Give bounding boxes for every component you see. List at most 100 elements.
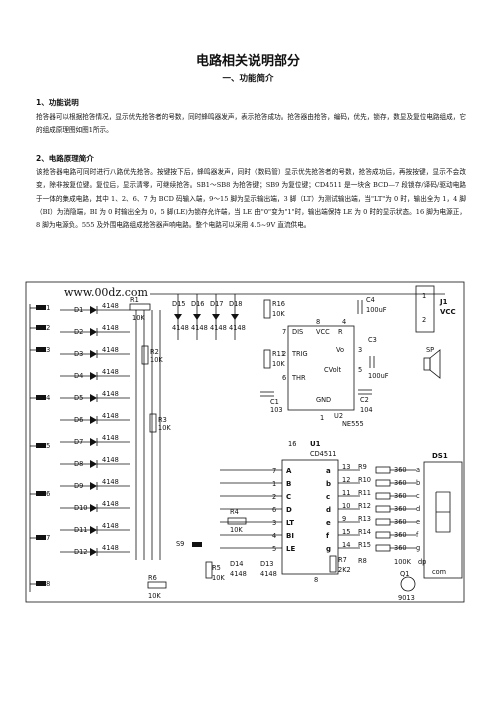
switch-body (36, 535, 46, 540)
resistor-label: R3 (158, 416, 167, 424)
connector-label: VCC (440, 308, 456, 316)
cd4511-in-number: 3 (272, 519, 276, 527)
diode-type-label: 4148 (102, 302, 119, 310)
ne555-pin-number: 1 (320, 414, 324, 422)
resistor-label: R1 (130, 296, 139, 304)
resistor-value: 10K (148, 592, 161, 600)
cd4511-out-label: d (326, 506, 331, 514)
seg-resistor (375, 544, 391, 552)
ne555-pin-number: 8 (316, 318, 320, 326)
cd4511-in-number: 5 (272, 545, 276, 553)
diode-type-label: 4148 (102, 368, 119, 376)
cd4511-in-number: 2 (272, 493, 276, 501)
ic-ref: U2 (334, 412, 343, 420)
diode-label: D16 (191, 300, 204, 308)
seg-resistor (375, 479, 391, 487)
ne555-pin-number: 5 (358, 366, 362, 374)
switch-label: S2 (42, 324, 50, 332)
switch-label: S5 (42, 442, 50, 450)
seg-resistor-label: R11 (358, 489, 371, 497)
resistor-label: R7 (338, 556, 347, 564)
switch-label: S4 (42, 394, 50, 402)
speaker-label: SP (426, 346, 434, 354)
cd4511-in-number: 1 (272, 480, 276, 488)
resistor-label: R11 (272, 350, 285, 358)
ne555-pin-number: 6 (282, 374, 286, 382)
resistor-r16 (263, 299, 271, 319)
diode-symbol (90, 548, 97, 556)
diode-label: D15 (172, 300, 185, 308)
diode-symbol (90, 394, 97, 402)
watermark-text: www.00dz.com (64, 286, 149, 299)
diode-type-label: 4148 (191, 324, 208, 332)
diode-symbol (231, 314, 239, 320)
seg-resistor-label: R9 (358, 463, 367, 471)
resistor-r1 (129, 303, 151, 311)
cd4511-out-number: 13 (342, 463, 350, 471)
seg-resistor-label: R12 (358, 502, 371, 510)
cd4511-in-label: LE (286, 545, 295, 553)
diode-symbol (90, 372, 97, 380)
resistor-value: 10K (272, 310, 285, 318)
cd4511-in-label: LT (286, 519, 294, 527)
cd4511-out-number: 15 (342, 528, 350, 536)
ic-ref: U1 (310, 440, 321, 448)
ne555-pin-label: CVolt (324, 366, 341, 374)
resistor-label: R8 (358, 557, 367, 565)
switch-label: S8 (42, 580, 50, 588)
seg-resistor-label: R10 (358, 476, 371, 484)
resistor-label: R6 (148, 574, 157, 582)
resistor-value: 10K (150, 356, 163, 364)
section1-heading: 1、功能说明 (36, 98, 79, 107)
switch-body (36, 581, 46, 586)
resistor-r5 (205, 561, 213, 579)
diode-type-label: 4148 (102, 544, 119, 552)
transistor-part: 9013 (398, 594, 415, 602)
resistor-label: R16 (272, 300, 285, 308)
diode-type-label: 4148 (172, 324, 189, 332)
seg-resistor (375, 492, 391, 500)
seg-letter: b (416, 479, 420, 487)
diode-type-label: 4148 (102, 522, 119, 530)
seg-letter: d (416, 505, 420, 513)
ic-ne555-body (287, 325, 355, 411)
seg-letter: f (416, 531, 419, 539)
diode-type-label: 4148 (102, 456, 119, 464)
cap-label: C4 (366, 296, 375, 304)
diode-label: D13 (260, 560, 273, 568)
ne555-pin-label: GND (316, 396, 331, 404)
switch-body (36, 395, 46, 400)
switch-body (36, 443, 46, 448)
diode-symbol (90, 460, 97, 468)
diode-type-label: 4148 (102, 434, 119, 442)
resistor-value: 10K (212, 574, 225, 582)
cd4511-out-label: c (326, 493, 330, 501)
cap-label: C1 (270, 398, 279, 406)
cd4511-out-label: a (326, 467, 331, 475)
resistor-value: 2K2 (338, 566, 351, 574)
seg-letter: c (416, 492, 420, 500)
ic-ground-pin: 8 (314, 576, 318, 584)
ne555-pin-label: THR (291, 374, 306, 382)
cd4511-in-number: 4 (272, 532, 276, 540)
section2-heading: 2、电路原理简介 (36, 154, 94, 163)
diode-symbol (193, 314, 201, 320)
diode-symbol (90, 438, 97, 446)
ne555-pin-number: 4 (342, 318, 346, 326)
cd4511-out-label: b (326, 480, 331, 488)
speaker-body (423, 357, 431, 371)
ne555-pin-label: DIS (292, 328, 303, 336)
switch-label: S7 (42, 534, 50, 542)
transistor-ref: Q1 (400, 570, 409, 578)
switch-label: S1 (42, 304, 50, 312)
diode-symbol (90, 350, 97, 358)
diode-symbol (174, 314, 182, 320)
connector-j1 (415, 285, 435, 333)
cap-value: 100uF (366, 306, 387, 314)
ne555-pin-label: R (338, 328, 343, 336)
ic-cd4511-body (281, 459, 339, 575)
cd4511-in-number: 7 (272, 467, 276, 475)
diode-symbol (212, 314, 220, 320)
resistor-value: 10K (230, 526, 243, 534)
